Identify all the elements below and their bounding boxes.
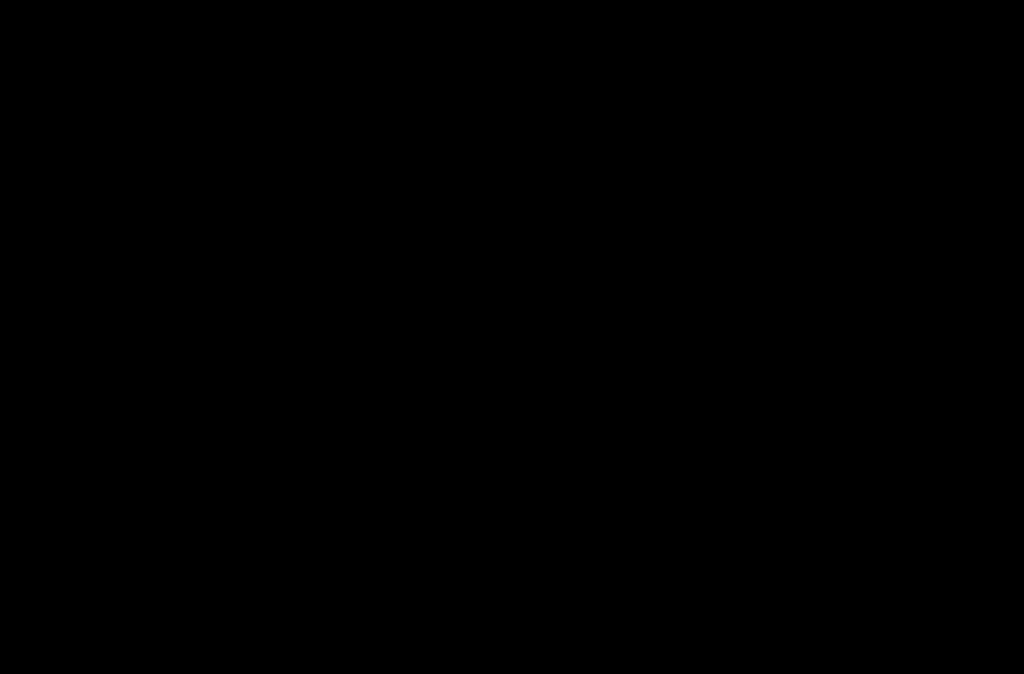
left-post — [360, 100, 396, 466]
roof-lattice — [372, 4, 916, 200]
aliasing-speckles — [420, 318, 992, 452]
right-outrigger — [900, 270, 1004, 452]
ink-layer — [10, 4, 1024, 652]
support-leg — [96, 470, 128, 652]
ground-line — [566, 576, 1024, 583]
base-rail — [372, 400, 922, 584]
